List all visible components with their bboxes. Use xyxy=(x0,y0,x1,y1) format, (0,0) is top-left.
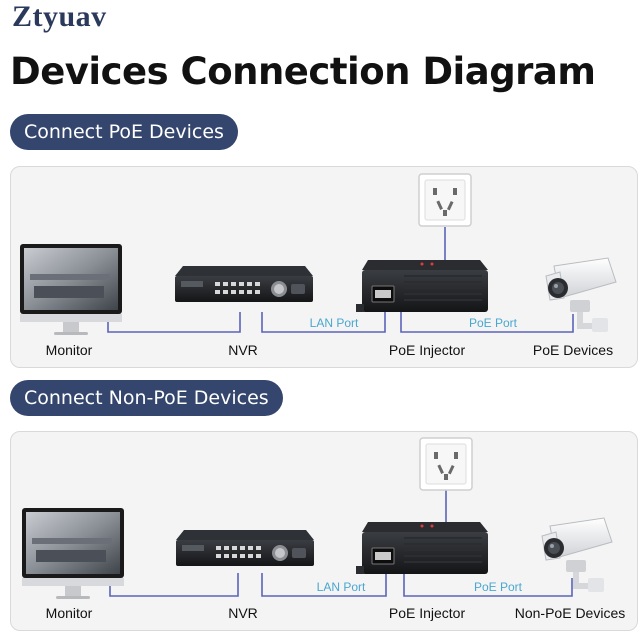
monitor-icon xyxy=(20,244,122,335)
monitor-icon xyxy=(22,508,124,599)
power-outlet-icon xyxy=(418,173,472,227)
poe-injector-icon xyxy=(355,259,489,313)
camera-label: Non-PoE Devices xyxy=(514,605,626,621)
diagram-non-poe-devices xyxy=(22,437,612,599)
poe-injector-label: PoE Injector xyxy=(388,605,466,621)
camera-icon xyxy=(546,258,616,332)
camera-icon xyxy=(542,518,612,592)
page-title: Devices Connection Diagram xyxy=(10,50,596,93)
lan-port-label: LAN Port xyxy=(316,580,366,594)
lan-port-label: LAN Port xyxy=(309,316,359,330)
poe-port-label: PoE Port xyxy=(468,316,518,330)
poe-camera-cable xyxy=(400,310,574,333)
nvr-label: NVR xyxy=(228,342,258,358)
poe-port-label: PoE Port xyxy=(473,580,523,594)
nvr-icon xyxy=(175,266,313,302)
monitor-nvr-cable xyxy=(109,565,239,597)
nvr-label: NVR xyxy=(228,605,258,621)
power-outlet-icon xyxy=(419,437,473,491)
brand-logo: Ztyuav xyxy=(12,0,107,33)
poe-injector-label: PoE Injector xyxy=(388,342,466,358)
nvr-lan-cable xyxy=(261,310,386,333)
monitor-label: Monitor xyxy=(45,605,93,621)
diagram-poe-devices xyxy=(20,173,616,335)
poe-injector-icon xyxy=(355,521,489,575)
monitor-label: Monitor xyxy=(45,342,93,358)
section-heading-non-poe: Connect Non-PoE Devices xyxy=(10,380,283,416)
monitor-nvr-cable xyxy=(107,300,241,333)
nvr-lan-cable xyxy=(261,573,387,597)
nvr-icon xyxy=(176,530,314,566)
poe-camera-cable xyxy=(403,573,573,597)
camera-label: PoE Devices xyxy=(532,342,614,358)
section-heading-poe: Connect PoE Devices xyxy=(10,114,238,150)
